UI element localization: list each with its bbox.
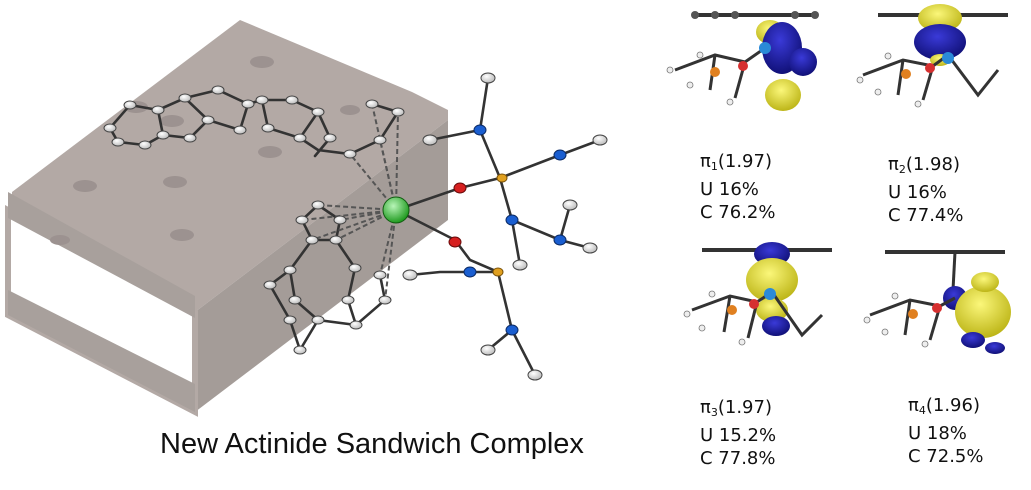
orbital-pi1-label: π1(1.97) U 16% C 76.2% [700, 150, 775, 224]
orbital-pi3-label: π3(1.97) U 15.2% C 77.8% [700, 396, 776, 470]
carbon-atoms [103, 72, 608, 381]
orbital-pi4-title: π4(1.96) [908, 395, 980, 417]
uranium-atom [382, 196, 410, 224]
orbital-pi4-image [863, 250, 1011, 354]
orbital-pi1-title: π1(1.97) [700, 151, 772, 173]
orbital-pi2-u: U 16% [888, 182, 947, 203]
slab-base [8, 290, 195, 412]
nitrogen-atoms [463, 124, 567, 336]
orbital-pi2-label: π2(1.98) U 16% C 77.4% [888, 153, 963, 227]
orbital-pi1-c: C 76.2% [700, 202, 776, 223]
figure-caption: New Actinide Sandwich Complex [160, 428, 584, 460]
orbital-pi1-u: U 16% [700, 179, 759, 200]
orbital-pi4-c: C 72.5% [908, 446, 984, 467]
orbital-pi4-label: π4(1.96) U 18% C 72.5% [908, 394, 983, 468]
phosphorus-atoms [492, 173, 508, 277]
orbital-pi3-title: π3(1.97) [700, 397, 772, 419]
orbital-pi2-image [856, 4, 1008, 108]
orbital-pi4-u: U 18% [908, 423, 967, 444]
orbital-pi3-u: U 15.2% [700, 425, 777, 446]
orbital-pi2-c: C 77.4% [888, 205, 964, 226]
slab-front-shade [8, 192, 195, 318]
surface-slab [5, 20, 448, 417]
orbital-pi2-title: π2(1.98) [888, 154, 960, 176]
slab-dents [50, 56, 360, 245]
orbital-pi1-image [666, 11, 819, 111]
orbital-pi3-image [683, 242, 832, 346]
slab-right-face [195, 120, 448, 412]
oxygen-atoms [448, 182, 467, 248]
slab-top-face [12, 20, 448, 312]
orbital-pi3-c: C 77.8% [700, 448, 776, 469]
